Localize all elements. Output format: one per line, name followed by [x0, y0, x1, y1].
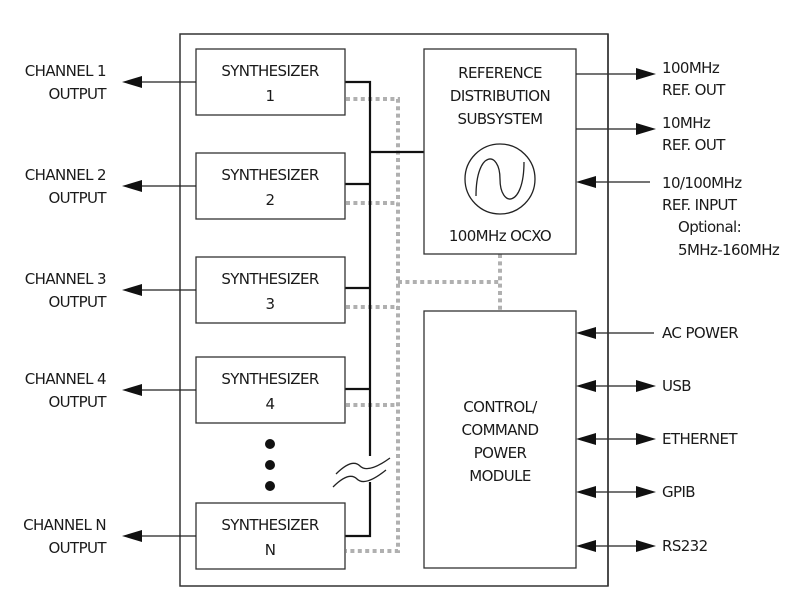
control-title-line4: MODULE [469, 467, 531, 485]
control-title-line1: CONTROL/ [463, 398, 538, 416]
control-port-label: GPIB [662, 483, 695, 501]
synthesizer-box [195, 152, 346, 220]
synthesizer-box [195, 48, 346, 116]
control-port: RS232 [576, 537, 708, 555]
arrow-right-icon [636, 540, 656, 552]
synthesizer-title: SYNTHESIZER [221, 166, 319, 184]
synthesizer-index: 4 [266, 395, 275, 413]
channel-output-label-line2: OUTPUT [48, 293, 107, 311]
arrow-left-icon [122, 180, 142, 192]
line-break-icon [332, 456, 391, 488]
arrow-left-icon [576, 486, 596, 498]
arrow-left-icon [576, 433, 596, 445]
arrow-right-icon [636, 68, 656, 80]
control-title-line3: POWER [474, 444, 527, 462]
control-bus-dotted [346, 97, 502, 553]
control-port-label: AC POWER [662, 324, 738, 342]
arrow-right-icon [636, 486, 656, 498]
synthesizer-box [195, 256, 346, 324]
control-title-line2: COMMAND [462, 421, 539, 439]
arrow-right-icon [636, 123, 656, 135]
synthesizer-index: 3 [266, 295, 275, 313]
arrow-left-icon [576, 327, 596, 339]
ref-option-line2: 5MHz-160MHz [678, 241, 780, 259]
channel-output-label-line1: CHANNEL 4 [25, 370, 106, 388]
synthesizer-index: 2 [266, 191, 275, 209]
arrow-left-icon [576, 380, 596, 392]
synthesizer-block: SYNTHESIZER 4 CHANNEL 4 OUTPUT [25, 356, 346, 424]
channel-output-label-line1: CHANNEL 1 [25, 62, 106, 80]
arrow-left-icon [576, 176, 596, 188]
reference-ports: 100MHz REF. OUT 10MHz REF. OUT 10/100MHz… [576, 59, 781, 259]
control-port-label: USB [662, 377, 691, 395]
reference-title-line1: REFERENCE [458, 64, 542, 82]
synthesizer-block: SYNTHESIZER N CHANNEL N OUTPUT [23, 502, 346, 570]
ref-port-100mhz-line1: 100MHz [662, 59, 720, 77]
reference-distribution-block: REFERENCE DISTRIBUTION SUBSYSTEM 100MHz … [423, 48, 577, 255]
control-bus-main [346, 97, 400, 553]
synthesizer-title: SYNTHESIZER [221, 270, 319, 288]
arrow-left-icon [122, 76, 142, 88]
synthesizer-box [195, 502, 346, 570]
control-port-label: RS232 [662, 537, 708, 555]
ref-port-input-line2: REF. INPUT [662, 196, 738, 214]
arrow-right-icon [636, 380, 656, 392]
control-port: ETHERNET [576, 430, 739, 448]
arrow-left-icon [122, 284, 142, 296]
arrow-left-icon [122, 530, 142, 542]
reference-bus-main [345, 80, 372, 538]
control-module-block: CONTROL/ COMMAND POWER MODULE [423, 310, 577, 569]
synthesizer-block: SYNTHESIZER 1 CHANNEL 1 OUTPUT [25, 48, 346, 116]
synthesizer-title: SYNTHESIZER [221, 516, 319, 534]
oscillator-label: 100MHz OCXO [449, 227, 551, 245]
ref-port-100mhz-line2: REF. OUT [662, 81, 726, 99]
channel-output-label-line2: OUTPUT [48, 189, 107, 207]
ref-port-10mhz-line2: REF. OUT [662, 136, 726, 154]
synthesizer-title: SYNTHESIZER [221, 370, 319, 388]
control-ports: AC POWER USB ETHERNET GPIB RS232 [576, 324, 739, 555]
arrow-right-icon [636, 433, 656, 445]
arrow-left-icon [576, 540, 596, 552]
sine-wave-oscillator-icon [464, 143, 536, 215]
channel-output-label-line1: CHANNEL 3 [25, 270, 106, 288]
control-port: USB [576, 377, 692, 395]
reference-distribution-box [423, 48, 577, 255]
control-port-label: ETHERNET [662, 430, 738, 448]
control-module-box [423, 310, 577, 569]
synthesizer-box [195, 356, 346, 424]
channel-output-label-line1: CHANNEL 2 [25, 166, 106, 184]
synthesizer-index: N [265, 541, 276, 559]
ref-port-10mhz-line1: 10MHz [662, 114, 711, 132]
reference-title-line2: DISTRIBUTION [450, 87, 550, 105]
control-port: AC POWER [576, 324, 739, 342]
synthesizer-block: SYNTHESIZER 2 CHANNEL 2 OUTPUT [25, 152, 346, 220]
channel-output-label-line2: OUTPUT [48, 85, 107, 103]
synthesizer-title: SYNTHESIZER [221, 62, 319, 80]
ref-option-line1: Optional: [678, 218, 741, 236]
channel-output-label-line2: OUTPUT [48, 393, 107, 411]
synthesizer-index: 1 [266, 87, 275, 105]
reference-bus [345, 80, 424, 538]
control-port: GPIB [576, 483, 696, 501]
vertical-ellipsis-icon [265, 439, 275, 491]
arrow-left-icon [122, 384, 142, 396]
reference-title-line3: SUBSYSTEM [458, 110, 543, 128]
ref-port-input-line1: 10/100MHz [662, 174, 742, 192]
channel-output-label-line1: CHANNEL N [23, 516, 106, 534]
channel-output-label-line2: OUTPUT [48, 539, 107, 557]
synthesizer-block: SYNTHESIZER 3 CHANNEL 3 OUTPUT [25, 256, 346, 324]
